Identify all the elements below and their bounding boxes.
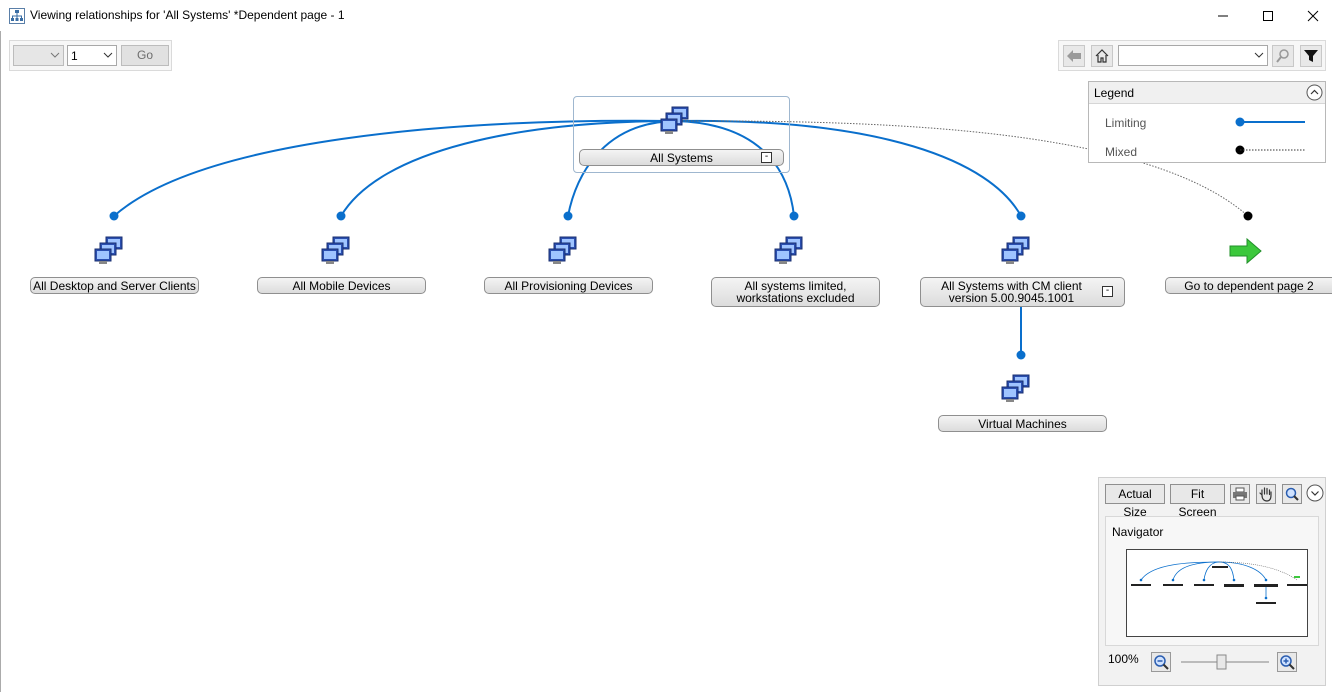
zoom-navigator-panel: Actual Size Fit Screen Navigator [1098, 477, 1326, 686]
computer-collection-icon [660, 106, 689, 134]
node-label: Go to dependent page 2 [1184, 278, 1314, 293]
back-button[interactable] [1063, 45, 1085, 67]
relationship-app-icon [9, 8, 25, 24]
connection-dot [563, 211, 573, 221]
node-label: All Provisioning Devices [504, 278, 633, 293]
connection-dot [789, 211, 799, 221]
node-label: Virtual Machines [978, 416, 1067, 431]
legend-panel: Legend Limiting Mixed [1088, 81, 1326, 163]
node-go-to-dependent-page-2[interactable]: Go to dependent page 2 [1165, 277, 1332, 294]
group-select[interactable] [13, 45, 64, 66]
chevron-down-icon [1254, 52, 1264, 58]
search-icon [1276, 49, 1289, 63]
relation-line [113, 119, 677, 217]
filter-icon [1304, 50, 1318, 62]
legend-limiting-swatch [1235, 117, 1305, 127]
actual-size-button[interactable]: Actual Size [1105, 484, 1165, 519]
maximize-icon [1263, 10, 1273, 21]
node-label: All Systems [650, 150, 713, 165]
fit-screen-button[interactable]: Fit Screen [1170, 484, 1225, 519]
node-virtual-machines[interactable]: Virtual Machines [938, 415, 1107, 432]
connection-dot [1243, 211, 1253, 221]
computer-collection-icon [774, 236, 803, 264]
zoom-slider[interactable] [1179, 654, 1271, 670]
computer-collection-icon [1001, 236, 1030, 264]
close-button[interactable] [1290, 0, 1332, 31]
chevron-down-icon[interactable] [1306, 484, 1324, 502]
mixed-relation-line [675, 120, 1249, 217]
minimize-icon [1218, 15, 1228, 16]
computer-collection-icon [321, 236, 350, 264]
title-bar: Viewing relationships for 'All Systems' … [0, 0, 1332, 31]
node-label-line1: All systems limited, [744, 279, 847, 293]
chevron-down-icon [50, 52, 60, 58]
relation-line [340, 120, 677, 217]
node-all-systems-limited[interactable]: All systems limited, workstations exclud… [711, 277, 880, 307]
connection-dot [1016, 350, 1026, 360]
hand-icon [1259, 487, 1272, 502]
close-icon [1307, 10, 1319, 21]
connection-dot [1016, 211, 1026, 221]
connection-dot [109, 211, 119, 221]
print-button[interactable] [1230, 484, 1250, 504]
zoom-in-icon[interactable] [1277, 652, 1297, 672]
find-button[interactable] [1272, 45, 1294, 67]
zoom-out-icon[interactable] [1151, 652, 1171, 672]
collapse-toggle[interactable]: - [761, 152, 772, 163]
computer-collection-icon [548, 236, 577, 264]
node-label-line2: workstations excluded [736, 291, 855, 305]
navigator-viewport[interactable] [1126, 549, 1308, 637]
navigator-box: Navigator [1105, 516, 1319, 646]
zoom-slider-thumb[interactable] [1216, 654, 1227, 670]
next-page-arrow-icon[interactable] [1229, 237, 1263, 265]
legend-label-mixed: Mixed [1105, 145, 1138, 159]
node-label: All Desktop and Server Clients [33, 278, 196, 293]
legend-mixed-swatch [1235, 145, 1305, 155]
node-all-provisioning-devices[interactable]: All Provisioning Devices [484, 277, 653, 294]
node-label-line1: All Systems with CM client [941, 279, 1082, 293]
window-border [0, 31, 1, 692]
back-arrow-icon [1067, 50, 1081, 62]
navigator-thumbnail [1131, 561, 1307, 604]
computer-collection-icon [94, 236, 123, 264]
connection-dot [336, 211, 346, 221]
legend-title: Legend [1094, 86, 1135, 100]
collapse-toggle[interactable]: - [1102, 286, 1113, 297]
page-number-value: 1 [71, 49, 78, 63]
node-label: All Mobile Devices [292, 278, 391, 293]
magnifier-icon [1285, 487, 1299, 501]
page-navigation-group: 1 Go [9, 40, 172, 71]
navigator-title: Navigator [1112, 525, 1164, 539]
legend-label-limiting: Limiting [1105, 116, 1147, 130]
window-title: Viewing relationships for 'All Systems' … [30, 8, 345, 22]
relation-line [675, 119, 1022, 217]
printer-icon [1233, 487, 1247, 501]
pan-button[interactable] [1256, 484, 1276, 504]
filter-button[interactable] [1300, 45, 1322, 67]
node-all-mobile-devices[interactable]: All Mobile Devices [257, 277, 426, 294]
node-all-systems-with-cm-client[interactable]: All Systems with CM client version 5.00.… [920, 277, 1125, 307]
minimize-button[interactable] [1200, 0, 1246, 31]
search-combobox[interactable] [1118, 45, 1268, 66]
page-number-select[interactable]: 1 [67, 45, 117, 66]
computer-collection-icon [1001, 374, 1030, 402]
chevron-down-icon [103, 52, 113, 58]
zoom-tool-button[interactable] [1282, 484, 1302, 504]
node-label-line2: version 5.00.9045.1001 [948, 291, 1075, 305]
root-node-selection[interactable] [573, 96, 790, 173]
go-button[interactable]: Go [121, 45, 169, 66]
home-icon [1095, 49, 1109, 63]
chevron-up-icon[interactable] [1306, 84, 1323, 101]
legend-header: Legend [1089, 82, 1325, 104]
node-all-desktop-and-server-clients[interactable]: All Desktop and Server Clients [30, 277, 199, 294]
maximize-button[interactable] [1245, 0, 1291, 31]
graph-toolbar [1058, 40, 1326, 71]
node-all-systems[interactable]: All Systems [579, 149, 784, 166]
home-button[interactable] [1091, 45, 1113, 67]
zoom-level: 100% [1108, 652, 1139, 666]
